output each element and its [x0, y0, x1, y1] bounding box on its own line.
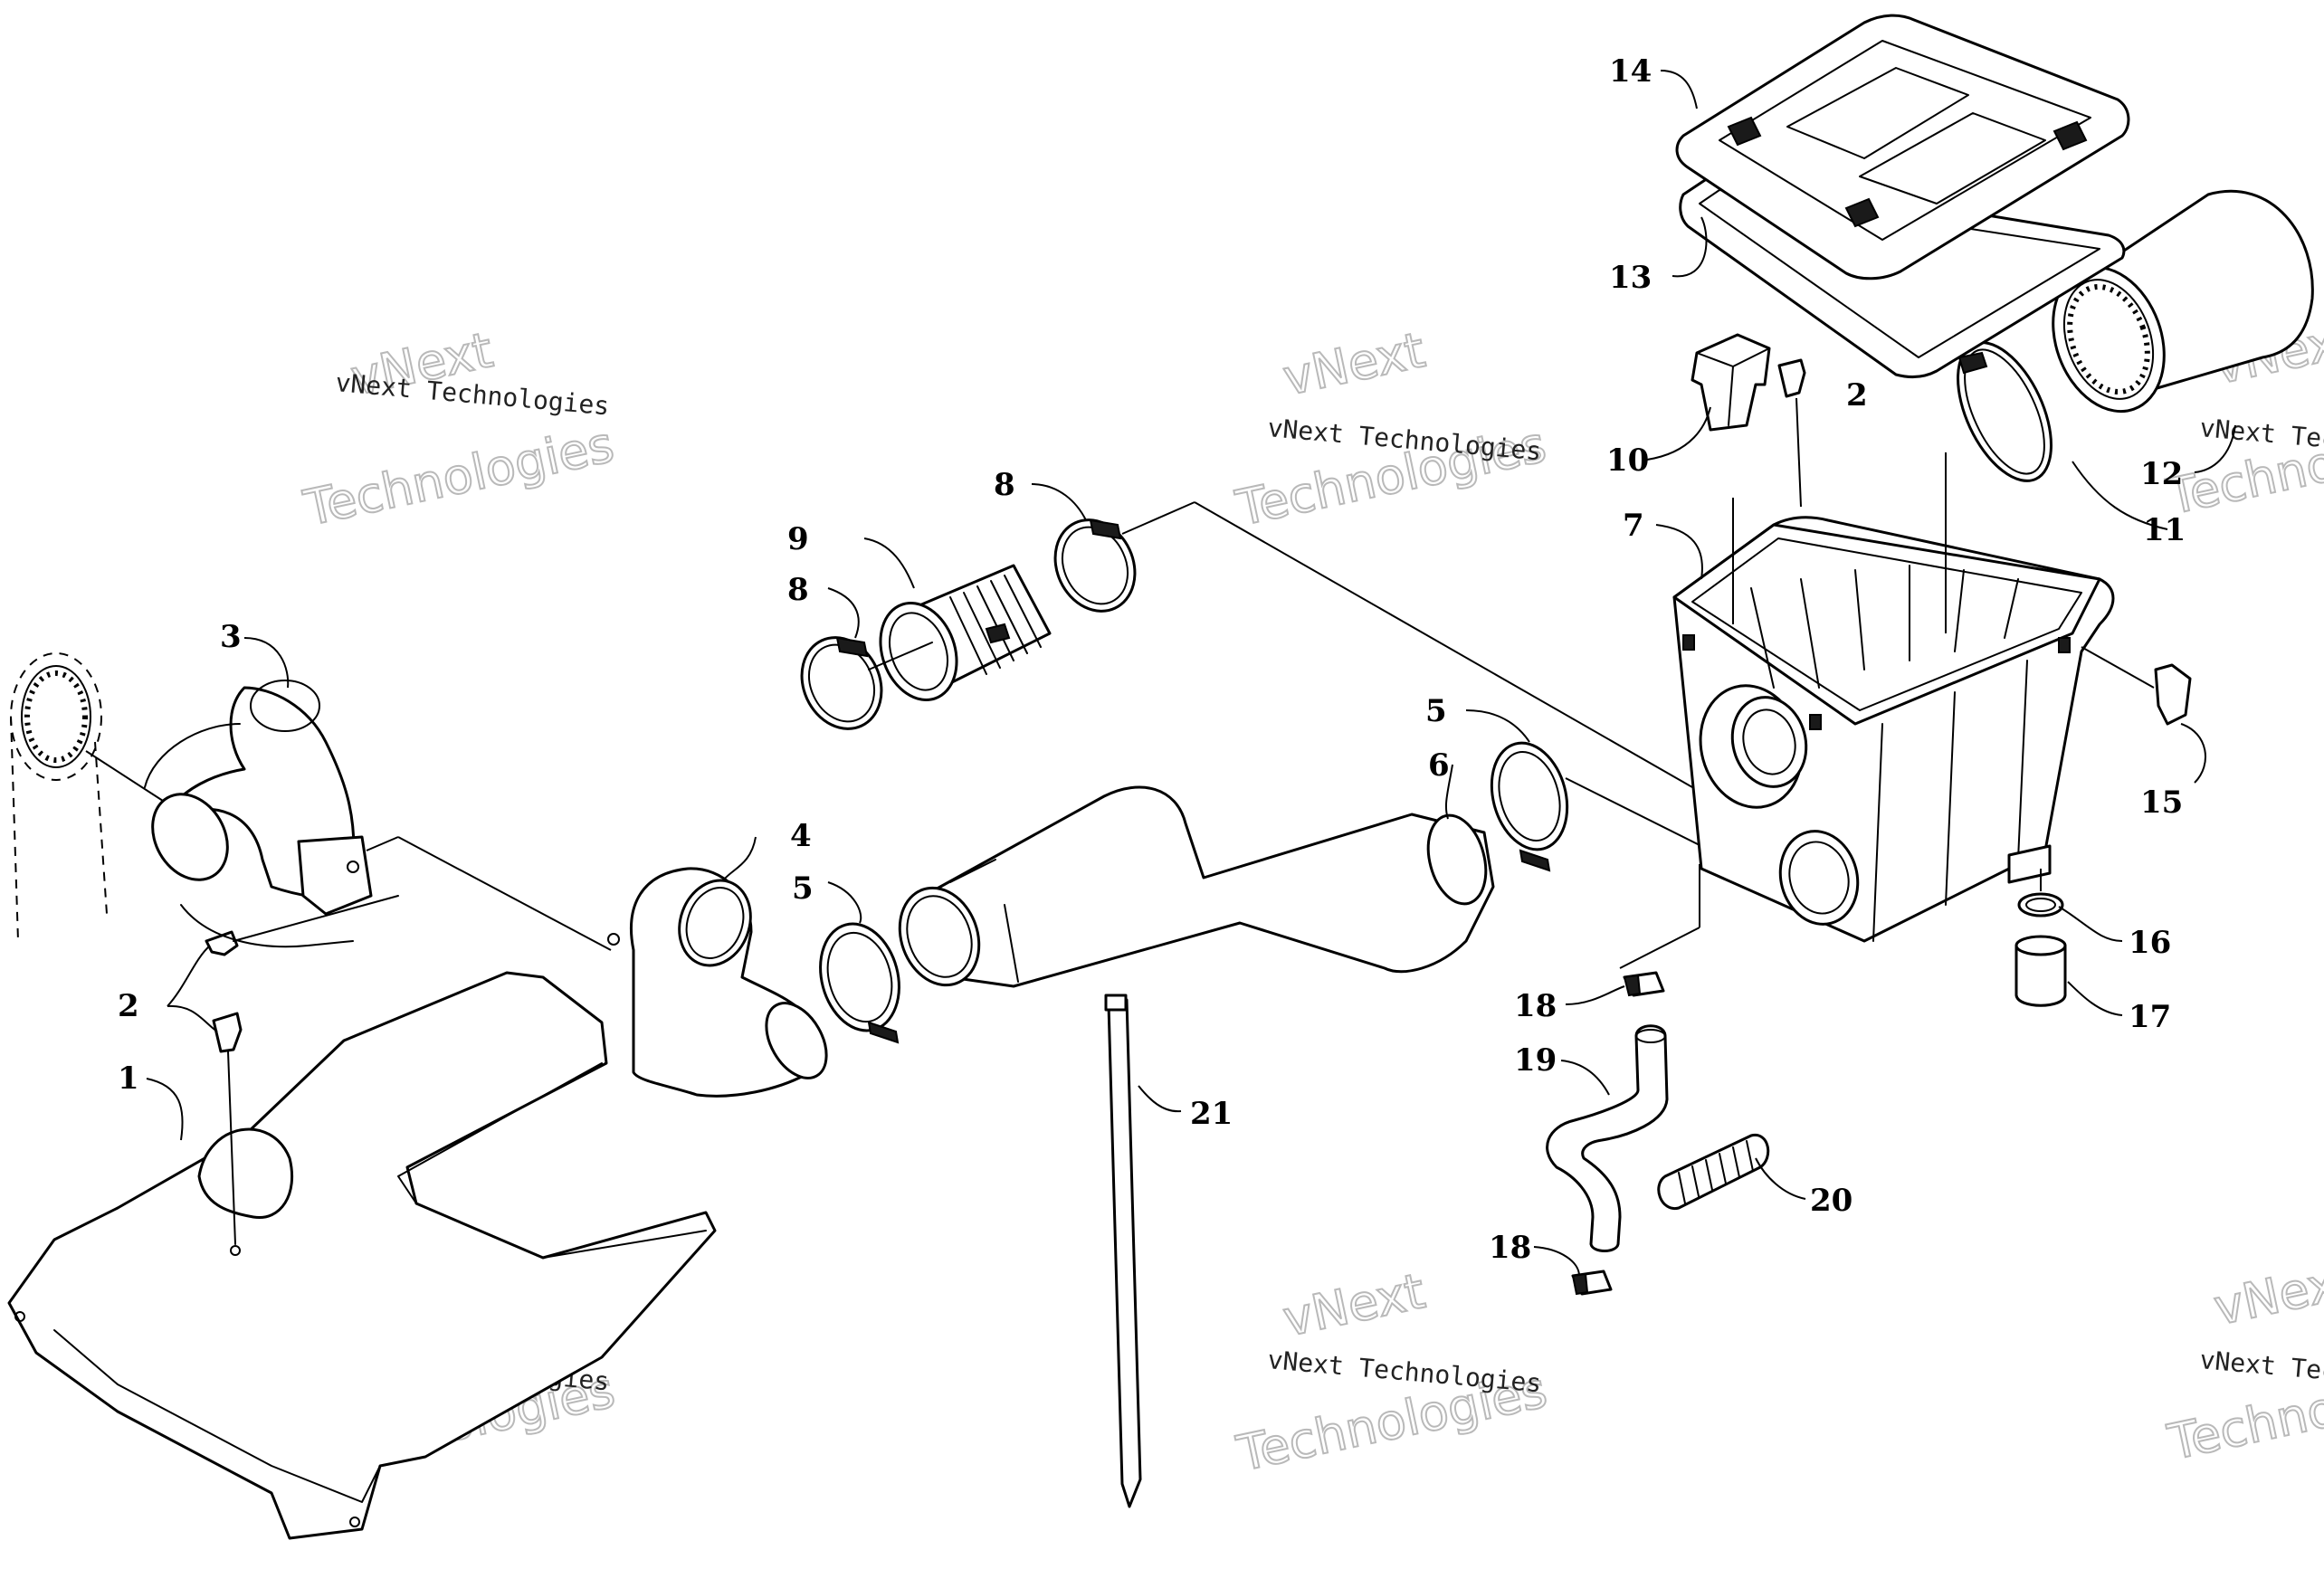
part-18-hose-clamp-lower [1571, 1269, 1613, 1296]
callout-18-lower: 18 [1489, 1230, 1531, 1266]
watermark-top-left: vNext Technologies [298, 320, 619, 537]
callout-4: 4 [790, 818, 812, 854]
callout-17: 17 [2129, 999, 2171, 1035]
part-6-intake-tube [898, 785, 1495, 988]
watermark-brand-sub: Technologies [299, 416, 618, 537]
callout-8-upper: 8 [994, 467, 1015, 503]
callout-8-lower: 8 [787, 572, 809, 608]
callout-14: 14 [1609, 53, 1652, 90]
callout-labels: 1 2 2 3 4 5 5 6 7 8 8 9 10 11 12 13 14 1… [118, 53, 2186, 1266]
part-21-cable-tie [1104, 994, 1142, 1508]
callout-20: 20 [1810, 1183, 1853, 1219]
part-1-skid-plate [7, 971, 717, 1540]
callout-11: 11 [2143, 512, 2186, 548]
callout-2-right: 2 [1846, 377, 1868, 414]
part-18-hose-clamp-upper [1619, 864, 1700, 997]
callout-leaders [146, 70, 2236, 1277]
part-19-drain-hose [1546, 1024, 1669, 1252]
part-3-elbow-duct [144, 680, 612, 951]
callout-2-left: 2 [118, 988, 139, 1024]
part-7-airbox [1672, 516, 2115, 943]
callout-3: 3 [220, 619, 242, 655]
callout-18-upper: 18 [1514, 988, 1557, 1024]
part-4-elbow-duct [607, 867, 828, 1098]
callout-21: 21 [1190, 1096, 1233, 1132]
watermark-brand: vNext [1278, 1262, 1429, 1347]
part-20-spring [1657, 1134, 1770, 1210]
watermark-brand: vNext [2209, 1251, 2324, 1336]
reference-duct-dashed [10, 652, 164, 942]
callout-9: 9 [787, 521, 809, 557]
callout-19: 19 [1514, 1042, 1557, 1079]
part-2-push-rivet-right [1777, 358, 1806, 508]
watermark-top-center: vNext Technologies [1230, 320, 1551, 537]
callout-1: 1 [118, 1060, 139, 1097]
part-14-airbox-lid [1675, 14, 2130, 281]
watermark-brand: vNext [1278, 321, 1429, 406]
callout-7: 7 [1623, 508, 1644, 544]
callout-12: 12 [2140, 456, 2183, 492]
part-10-filter-insert [1691, 333, 1771, 624]
callout-10: 10 [1606, 442, 1649, 479]
part-11-large-clamp [1945, 341, 2053, 633]
part-16-small-clamp [2017, 869, 2064, 918]
part-9-bellows-coupler [868, 564, 1052, 701]
part-12-air-filter [2052, 189, 2314, 414]
part-15-retaining-clip [2081, 646, 2192, 726]
callout-5-right: 5 [1425, 693, 1447, 729]
callout-16: 16 [2129, 925, 2171, 961]
part-5-hose-clamp-left [819, 922, 900, 1044]
part-8-clamp-upper [1053, 501, 1693, 788]
part-17-drain-cap [2014, 935, 2067, 1007]
callout-5-left: 5 [792, 870, 814, 907]
callout-13: 13 [1609, 260, 1652, 296]
callout-6: 6 [1428, 747, 1450, 784]
callout-15: 15 [2140, 784, 2183, 821]
